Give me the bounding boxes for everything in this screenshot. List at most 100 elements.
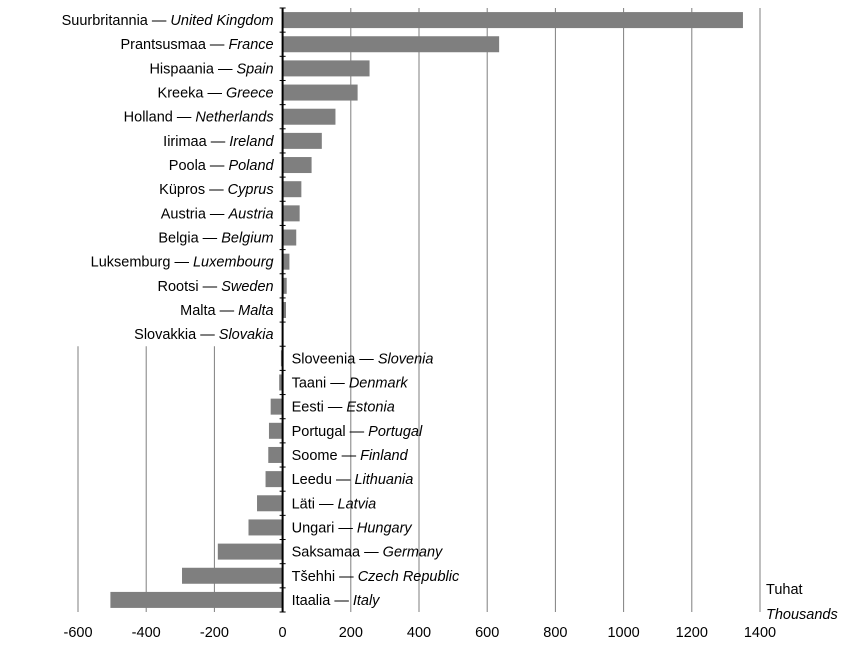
- bar: [265, 471, 283, 488]
- bar: [282, 108, 336, 125]
- category-label-et: Suurbritannia —: [62, 13, 171, 29]
- x-tick-label: 600: [475, 625, 499, 641]
- category-label: Läti — Latvia: [292, 496, 377, 512]
- category-label: Leedu — Lithuania: [292, 472, 414, 488]
- category-label-et: Saksamaa —: [292, 545, 383, 561]
- category-label: Kreeka — Greece: [158, 86, 274, 102]
- category-label-en: Italy: [353, 593, 380, 609]
- category-label: Eesti — Estonia: [292, 400, 395, 416]
- category-label: Taani — Denmark: [292, 375, 409, 391]
- category-label-et: Itaalia —: [292, 593, 353, 609]
- category-label-et: Belgia —: [158, 231, 221, 247]
- bar: [248, 519, 283, 536]
- category-label-en: Slovakia: [219, 327, 274, 343]
- category-label-et: Sloveenia —: [292, 351, 378, 367]
- category-label-en: Denmark: [349, 375, 409, 391]
- category-label-et: Austria —: [161, 206, 229, 222]
- category-label-et: Luksemburg —: [91, 255, 193, 271]
- category-label: Portugal — Portugal: [292, 424, 423, 440]
- category-label-en: Portugal: [368, 424, 423, 440]
- category-label: Hispaania — Spain: [149, 61, 273, 77]
- category-label-en: Greece: [226, 86, 274, 102]
- category-label: Iirimaa — Ireland: [163, 134, 274, 150]
- category-label: Itaalia — Italy: [292, 593, 381, 609]
- category-label-et: Soome —: [292, 448, 361, 464]
- category-label-et: Poola —: [169, 158, 229, 174]
- bar: [282, 253, 290, 270]
- category-label-en: Estonia: [346, 400, 394, 416]
- category-label-et: Hispaania —: [149, 61, 236, 77]
- x-tick-label: 1000: [607, 625, 639, 641]
- bar: [110, 591, 283, 608]
- category-label: Prantsusmaa — France: [120, 37, 273, 53]
- x-tick-label: 400: [407, 625, 431, 641]
- bar: [282, 277, 287, 294]
- category-label-et: Taani —: [292, 375, 349, 391]
- category-label: Malta — Malta: [180, 303, 273, 319]
- category-label-en: United Kingdom: [170, 13, 273, 29]
- category-label-en: Netherlands: [195, 110, 273, 126]
- bar: [282, 205, 300, 222]
- category-label: Rootsi — Sweden: [158, 279, 274, 295]
- category-label-en: Germany: [383, 545, 443, 561]
- category-label: Slovakkia — Slovakia: [134, 327, 273, 343]
- bar: [282, 60, 370, 77]
- category-label: Poola — Poland: [169, 158, 275, 174]
- category-label-en: Sweden: [221, 279, 273, 295]
- bar: [182, 567, 283, 584]
- x-tick-label: -600: [63, 625, 92, 641]
- category-label-et: Küpros —: [159, 182, 228, 198]
- category-label: Holland — Netherlands: [124, 110, 274, 126]
- category-label: Saksamaa — Germany: [292, 545, 443, 561]
- category-label: Küpros — Cyprus: [159, 182, 273, 198]
- x-tick-label: 0: [279, 625, 287, 641]
- category-label-en: Lithuania: [354, 472, 413, 488]
- x-tick-label: 200: [339, 625, 363, 641]
- bar: [279, 374, 283, 391]
- bar: [257, 495, 283, 512]
- category-label-et: Holland —: [124, 110, 196, 126]
- category-label: Sloveenia — Slovenia: [292, 351, 434, 367]
- category-label-et: Malta —: [180, 303, 238, 319]
- category-label-et: Iirimaa —: [163, 134, 229, 150]
- x-tick-label: 1200: [676, 625, 708, 641]
- category-label-et: Leedu —: [292, 472, 355, 488]
- category-label-en: Poland: [228, 158, 274, 174]
- category-label: Suurbritannia — United Kingdom: [62, 13, 274, 29]
- category-label: Belgia — Belgium: [158, 231, 273, 247]
- category-label-en: France: [228, 37, 273, 53]
- category-label-en: Spain: [237, 61, 274, 77]
- x-tick-label: -400: [132, 625, 161, 641]
- category-label: Soome — Finland: [292, 448, 409, 464]
- bar: [268, 446, 283, 463]
- category-label-en: Malta: [238, 303, 273, 319]
- category-label-et: Slovakkia —: [134, 327, 219, 343]
- bar: [282, 181, 302, 198]
- bar: [282, 157, 312, 174]
- bar: [217, 543, 283, 560]
- bar: [282, 36, 500, 53]
- category-label-et: Tšehhi —: [292, 569, 358, 585]
- category-label-en: Hungary: [357, 520, 413, 536]
- category-label: Luksemburg — Luxembourg: [91, 255, 274, 271]
- unit-label-et: Tuhat: [766, 582, 803, 598]
- category-label-et: Kreeka —: [158, 86, 227, 102]
- bar: [282, 84, 358, 101]
- x-tick-label: -200: [200, 625, 229, 641]
- category-label: Tšehhi — Czech Republic: [292, 569, 460, 585]
- category-label-et: Eesti —: [292, 400, 347, 416]
- category-label-et: Portugal —: [292, 424, 369, 440]
- bar: [282, 302, 287, 318]
- bar: [282, 12, 743, 29]
- category-label-et: Läti —: [292, 496, 338, 512]
- category-label-en: Czech Republic: [358, 569, 460, 585]
- category-label-et: Prantsusmaa —: [120, 37, 228, 53]
- unit-label-en: Thousands: [766, 607, 838, 623]
- x-tick-label: 800: [543, 625, 567, 641]
- category-label-en: Austria: [227, 206, 273, 222]
- category-label-en: Luxembourg: [193, 255, 274, 271]
- category-label: Ungari — Hungary: [292, 520, 413, 536]
- category-label-et: Ungari —: [292, 520, 357, 536]
